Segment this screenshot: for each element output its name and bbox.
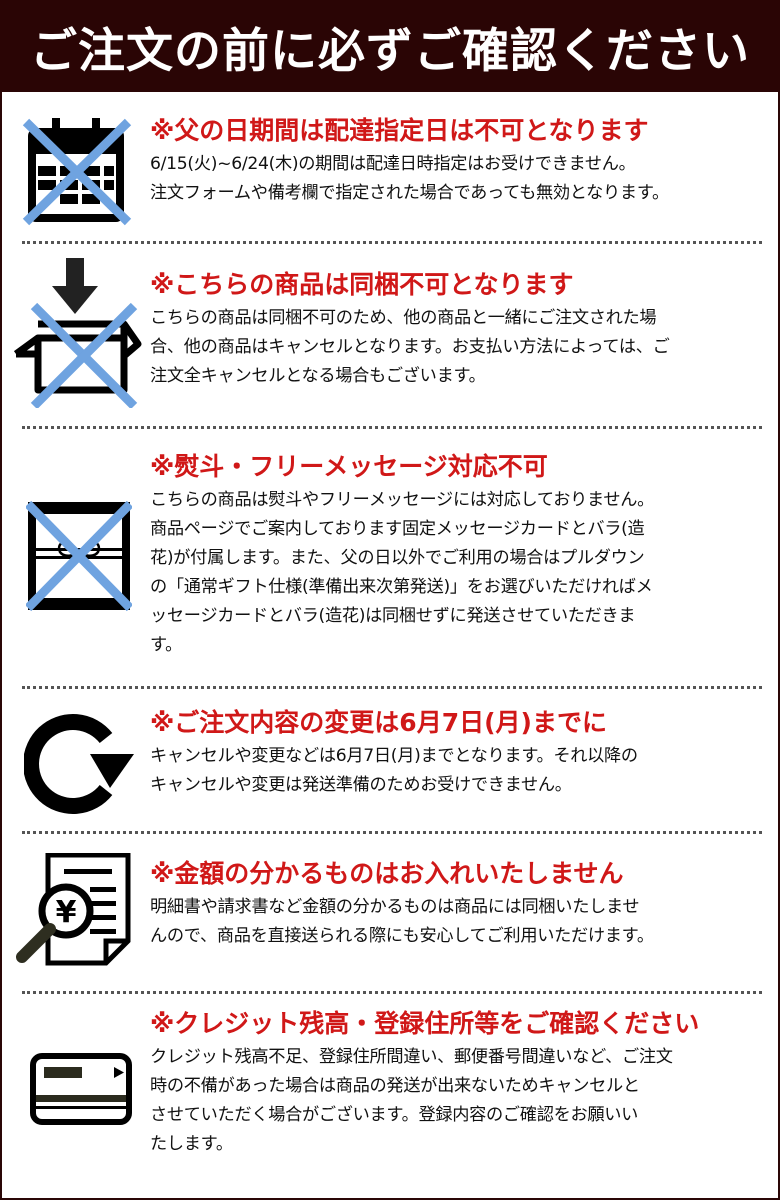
dotted-divider — [22, 831, 762, 834]
dotted-divider — [22, 686, 762, 689]
notice-section-delivery-date: ※父の日期間は配達指定日は不可となります 6/15(火)~6/24(木)の期間は… — [2, 110, 778, 240]
section-body: 6/15(火)~6/24(木)の期間は配達日時指定はお受けできません。 注文フォ… — [150, 154, 669, 203]
dotted-divider — [22, 426, 762, 429]
dotted-divider — [22, 241, 762, 244]
credit-card-icon — [30, 1053, 132, 1129]
notice-section-no-invoice: ¥ ※金額の分かるものはお入れいたしません 明細書や請求書など金額の分かるものは… — [2, 845, 778, 985]
notice-section-change-deadline: ※ご注文内容の変更は6月7日(月)までに キャンセルや変更などは6月7日(月)ま… — [2, 700, 778, 825]
section-heading: ※金額の分かるものはお入れいたしません — [150, 859, 624, 888]
section-body: こちらの商品は熨斗やフリーメッセージには対応しておりません。 商品ページでご案内… — [150, 490, 655, 655]
dotted-divider — [22, 991, 762, 994]
section-heading: ※こちらの商品は同梱不可となります — [150, 270, 574, 299]
notice-header: ご注文の前に必ずご確認ください — [0, 0, 780, 92]
section-body: こちらの商品は同梱不可のため、他の商品と一緒にご注文された場 合、他の商品はキャ… — [150, 308, 670, 386]
notice-section-noshi: ※熨斗・フリーメッセージ対応不可 こちらの商品は熨斗やフリーメッセージには対応し… — [2, 440, 778, 680]
box-combine-crossed-icon — [12, 258, 144, 412]
noshi-crossed-icon — [24, 500, 134, 616]
section-heading: ※ご注文内容の変更は6月7日(月)までに — [150, 708, 607, 737]
section-heading: ※クレジット残高・登録住所等をご確認ください — [150, 1009, 700, 1038]
section-body: キャンセルや変更などは6月7日(月)までとなります。それ以降の キャンセルや変更… — [150, 746, 638, 795]
section-heading: ※熨斗・フリーメッセージ対応不可 — [150, 452, 548, 481]
page-title: ご注文の前に必ずご確認ください — [30, 23, 750, 79]
section-body: 明細書や請求書など金額の分かるものは商品には同梱いたしませ んので、商品を直接送… — [150, 897, 654, 946]
notice-section-no-combine: ※こちらの商品は同梱不可となります こちらの商品は同梱不可のため、他の商品と一緒… — [2, 250, 778, 425]
refresh-arrow-icon — [23, 708, 136, 820]
invoice-yen-magnifier-icon: ¥ — [14, 852, 134, 975]
calendar-crossed-icon — [20, 118, 132, 230]
svg-text:¥: ¥ — [56, 895, 77, 930]
section-heading: ※父の日期間は配達指定日は不可となります — [150, 116, 649, 145]
notice-section-credit-check: ※クレジット残高・登録住所等をご確認ください クレジット残高不足、登録住所間違い… — [2, 1005, 778, 1195]
section-body: クレジット残高不足、登録住所間違い、郵便番号間違いなど、ご注文 時の不備があった… — [150, 1047, 673, 1154]
